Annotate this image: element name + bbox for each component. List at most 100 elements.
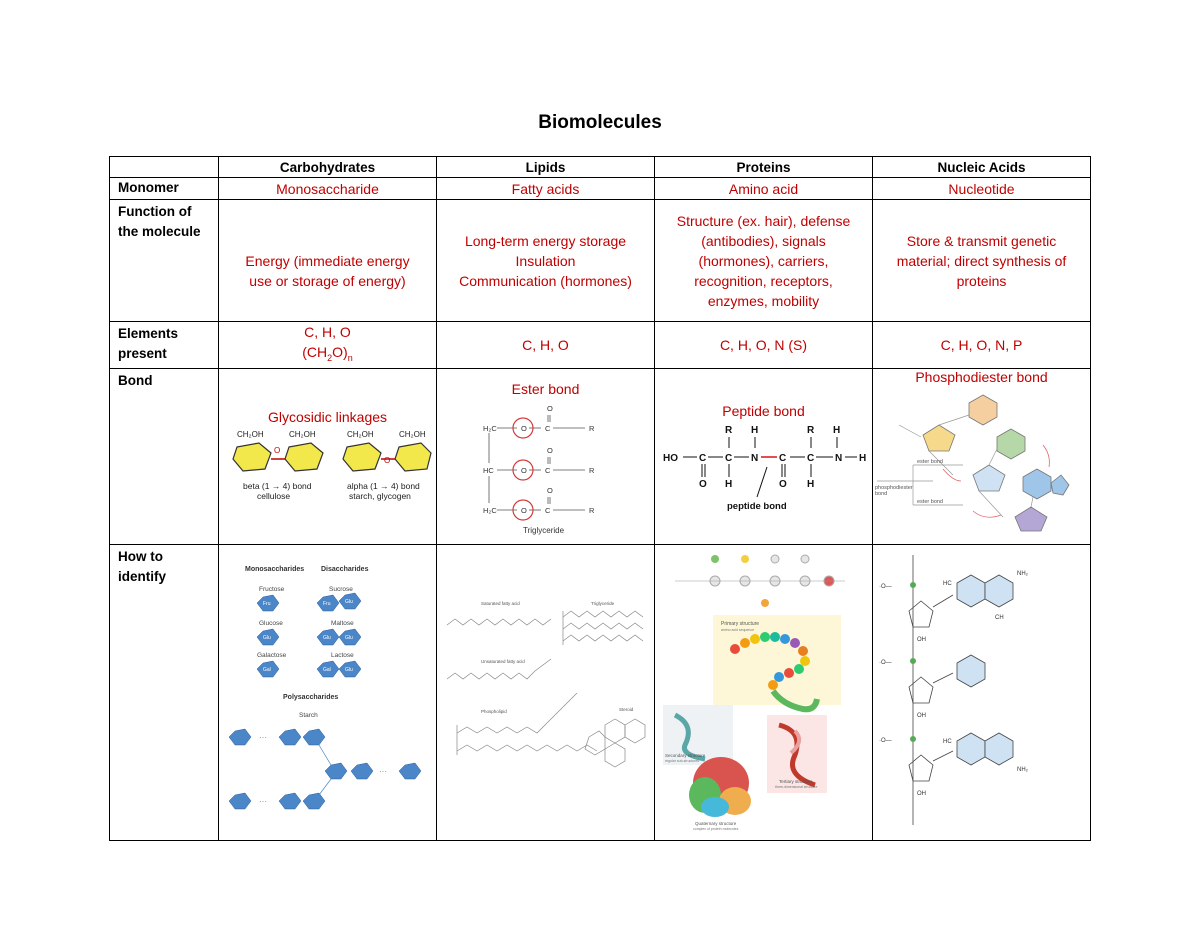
- svg-text:Saturated fatty acid: Saturated fatty acid: [481, 601, 520, 606]
- function-nucleic-acids: Store & transmit genetic material; direc…: [872, 199, 1091, 322]
- caption-starch-glycogen: starch, glycogen: [349, 491, 411, 501]
- header-blank: [109, 156, 219, 178]
- header-carbohydrates: Carbohydrates: [218, 156, 437, 178]
- biomolecules-table: Carbohydrates Lipids Proteins Nucleic Ac…: [109, 156, 1091, 841]
- svg-text:Steroid: Steroid: [619, 707, 634, 712]
- svg-text:C: C: [545, 506, 551, 515]
- elements-carb-line1: C, H, O: [304, 324, 351, 340]
- svg-text:Glucose: Glucose: [259, 620, 283, 627]
- function-lipids: Long-term energy storage Insulation Comm…: [436, 199, 655, 322]
- sugar-ring-1: [232, 442, 272, 472]
- svg-text:Fru: Fru: [323, 601, 331, 607]
- svg-text:peptide bond: peptide bond: [727, 501, 787, 512]
- caption-alpha: alpha (1 → 4) bond: [347, 481, 420, 491]
- svg-text:O: O: [521, 506, 527, 515]
- svg-text:bond: bond: [875, 491, 887, 497]
- svg-text:H: H: [751, 425, 758, 436]
- protein-structure-diagram: Primary structure amino acid sequence Se…: [663, 554, 845, 831]
- svg-text:Starch: Starch: [299, 712, 318, 719]
- bond-label-proteins: Peptide bond: [722, 402, 805, 419]
- svg-text:Gal: Gal: [323, 667, 331, 673]
- svg-text:O: O: [521, 424, 527, 433]
- phosphodiester-diagram: ester bond ester bond phosphodiester bon…: [875, 394, 1070, 532]
- sugar-ring-2: [284, 442, 324, 472]
- svg-text:H: H: [725, 479, 732, 490]
- glycosidic-diagram: CH₂OH CH₂OH CH₂OH CH₂OH O O beta (1 → 4)…: [232, 430, 432, 501]
- header-row: Carbohydrates Lipids Proteins Nucleic Ac…: [109, 156, 1091, 178]
- svg-text:N: N: [835, 453, 842, 464]
- svg-text:Fructose: Fructose: [259, 586, 285, 593]
- bond-label-nucleic-acids: Phosphodiester bond: [915, 368, 1048, 385]
- identify-nucleic-acids: ·O— ·O— ·O— OH OH OH NH₂ NH₂ HC HC CH: [872, 543, 1091, 841]
- svg-text:O: O: [384, 456, 390, 465]
- svg-text:Lactose: Lactose: [331, 652, 354, 659]
- elements-proteins: C, H, O, N (S): [654, 321, 873, 369]
- svg-text:O: O: [779, 479, 787, 490]
- row-label-elements: Elements present: [109, 321, 219, 369]
- svg-text:Galactose: Galactose: [257, 652, 287, 659]
- svg-text:·O—: ·O—: [879, 584, 892, 590]
- monomer-carbohydrates: Monosaccharide: [218, 177, 437, 200]
- lipid-types-diagram: Saturated fatty acid Unsaturated fatty a…: [446, 601, 646, 768]
- svg-text:Polysaccharides: Polysaccharides: [283, 694, 338, 701]
- svg-text:O: O: [274, 446, 280, 455]
- svg-text:···: ···: [379, 767, 387, 776]
- monomer-proteins: Amino acid: [654, 177, 873, 200]
- svg-text:R: R: [725, 425, 733, 436]
- sugar-ring-4: [394, 442, 432, 472]
- svg-text:NH₂: NH₂: [1017, 767, 1029, 773]
- svg-text:OH: OH: [917, 791, 926, 797]
- svg-text:CH₂OH: CH₂OH: [237, 430, 264, 439]
- svg-text:HC: HC: [483, 466, 494, 475]
- peptide-bond-diagram: HO C C N C C N H R H R H O H O H: [663, 425, 866, 512]
- svg-text:O: O: [547, 404, 553, 413]
- svg-text:complex of protein molecules: complex of protein molecules: [693, 827, 739, 831]
- svg-text:H₂C: H₂C: [483, 506, 497, 515]
- svg-text:amino acid sequence: amino acid sequence: [721, 628, 754, 632]
- svg-text:Glu: Glu: [345, 635, 353, 641]
- svg-text:C: C: [779, 453, 786, 464]
- svg-text:H: H: [807, 479, 814, 490]
- svg-text:R: R: [589, 424, 595, 433]
- caption-cellulose: cellulose: [257, 491, 290, 501]
- svg-text:H: H: [833, 425, 840, 436]
- page-title: Biomolecules: [538, 112, 662, 133]
- svg-text:Fru: Fru: [263, 601, 271, 607]
- bond-label-carbohydrates: Glycosidic linkages: [267, 408, 388, 425]
- monomer-row: Monomer Monosaccharide Fatty acids Amino…: [109, 177, 1091, 200]
- elements-carbohydrates: C, H, O (CH2O)n: [218, 321, 437, 369]
- bond-lipids: Ester bond O O O H₂C HC H₂C C C C R R R …: [436, 367, 655, 545]
- svg-text:·O—: ·O—: [879, 660, 892, 666]
- svg-text:OH: OH: [917, 713, 926, 719]
- identify-row: How to identify Monosaccharides Disaccha…: [109, 543, 1091, 841]
- row-label-identify: How to identify: [109, 543, 219, 841]
- row-label-monomer: Monomer: [109, 177, 219, 200]
- svg-text:Glu: Glu: [345, 667, 353, 673]
- svg-text:C: C: [699, 453, 706, 464]
- svg-text:···: ···: [259, 733, 267, 742]
- svg-text:Triglyceride: Triglyceride: [591, 601, 615, 606]
- sugar-ring-3: [342, 442, 382, 472]
- identify-lipids: Saturated fatty acid Unsaturated fatty a…: [436, 543, 655, 841]
- svg-text:phosphodiester: phosphodiester: [875, 485, 913, 491]
- svg-text:R: R: [807, 425, 815, 436]
- svg-text:Glu: Glu: [263, 635, 271, 641]
- svg-text:C: C: [545, 424, 551, 433]
- svg-text:HC: HC: [943, 739, 952, 745]
- bond-label-lipids: Ester bond: [511, 380, 580, 397]
- monomer-lipids: Fatty acids: [436, 177, 655, 200]
- elements-nucleic-acids: C, H, O, N, P: [872, 321, 1091, 369]
- bond-row: Bond Glycosidic linkages CH₂OH CH₂OH CH₂…: [109, 367, 1091, 545]
- bond-proteins: Peptide bond HO C C N C C N H R H R H O …: [654, 367, 873, 545]
- svg-text:O: O: [547, 446, 553, 455]
- svg-text:···: ···: [259, 797, 267, 806]
- svg-text:Disaccharides: Disaccharides: [321, 566, 369, 573]
- elements-row: Elements present C, H, O (CH2O)n C, H, O…: [109, 321, 1091, 369]
- function-carbohydrates: Energy (immediate energy use or storage …: [218, 199, 437, 322]
- svg-text:H₂C: H₂C: [483, 424, 497, 433]
- svg-text:Unsaturated fatty acid: Unsaturated fatty acid: [481, 659, 525, 664]
- svg-text:Glu: Glu: [323, 635, 331, 641]
- header-nucleic-acids: Nucleic Acids: [872, 156, 1091, 178]
- svg-text:N: N: [751, 453, 758, 464]
- svg-text:R: R: [589, 466, 595, 475]
